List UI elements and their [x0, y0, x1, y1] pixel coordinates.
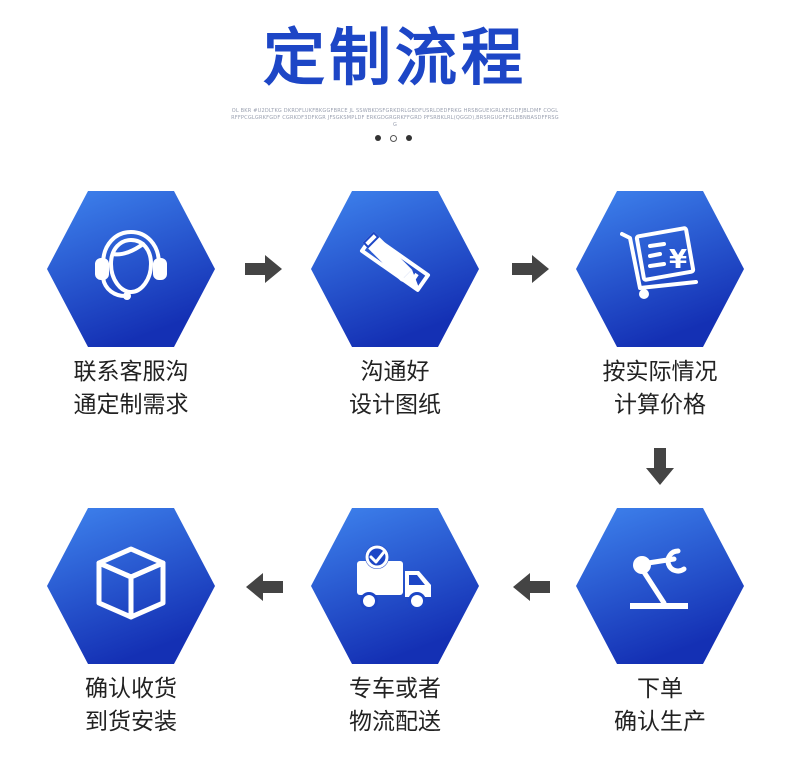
customer-service-headset-icon: [95, 230, 167, 300]
decorative-dots: [371, 133, 419, 143]
cart-price-icon: ¥: [620, 226, 698, 299]
step-1-line-1: 联系客服沟: [73, 359, 189, 385]
delivery-truck-icon: [357, 545, 431, 610]
step-3-hexagon: ¥: [575, 188, 745, 350]
step-2-label: 沟通好 设计图纸: [290, 356, 500, 422]
step-6-label: 确认收货 到货安装: [26, 673, 236, 739]
step-6-line-1: 确认收货: [85, 676, 177, 702]
step-1-hexagon: [46, 188, 216, 350]
step-2-line-2: 设计图纸: [349, 392, 441, 418]
step-1-label: 联系客服沟 通定制需求: [26, 356, 236, 422]
svg-text:¥: ¥: [669, 245, 687, 275]
step-2-line-1: 沟通好: [360, 359, 430, 385]
package-box-icon: [96, 546, 166, 620]
step-4-label: 下单 确认生产: [555, 673, 765, 739]
step-3-line-2: 计算价格: [614, 392, 706, 418]
step-5-hexagon: [310, 505, 480, 667]
arrow-down-icon: [646, 448, 674, 485]
arrow-left-icon: [513, 573, 550, 601]
step-5-label: 专车或者 物流配送: [290, 673, 500, 739]
arrow-right-icon: [245, 255, 282, 283]
step-3-label: 按实际情况 计算价格: [555, 356, 765, 422]
dot-icon: [375, 135, 381, 141]
step-4-line-2: 确认生产: [614, 709, 706, 735]
step-2-hexagon: [310, 188, 480, 350]
dot-icon: [406, 135, 412, 141]
step-5-line-2: 物流配送: [349, 709, 441, 735]
page-subtitle: OL BKR #U2DLTKG DKRDFLUKFBKGGFBRCE JL SS…: [231, 108, 559, 128]
step-4-hexagon: [575, 505, 745, 667]
arrow-left-icon: [246, 573, 283, 601]
step-1-line-2: 通定制需求: [73, 392, 189, 418]
arrow-right-icon: [512, 255, 549, 283]
step-5-line-1: 专车或者: [349, 676, 441, 702]
step-3-line-1: 按实际情况: [602, 359, 718, 385]
step-4-line-1: 下单: [637, 676, 683, 702]
page-title: 定制流程: [262, 21, 527, 94]
pencil-ruler-icon: [359, 231, 431, 292]
robotic-arm-icon: [630, 548, 688, 609]
step-6-hexagon: [46, 505, 216, 667]
dot-hollow-icon: [390, 135, 397, 142]
step-6-line-2: 到货安装: [85, 709, 177, 735]
